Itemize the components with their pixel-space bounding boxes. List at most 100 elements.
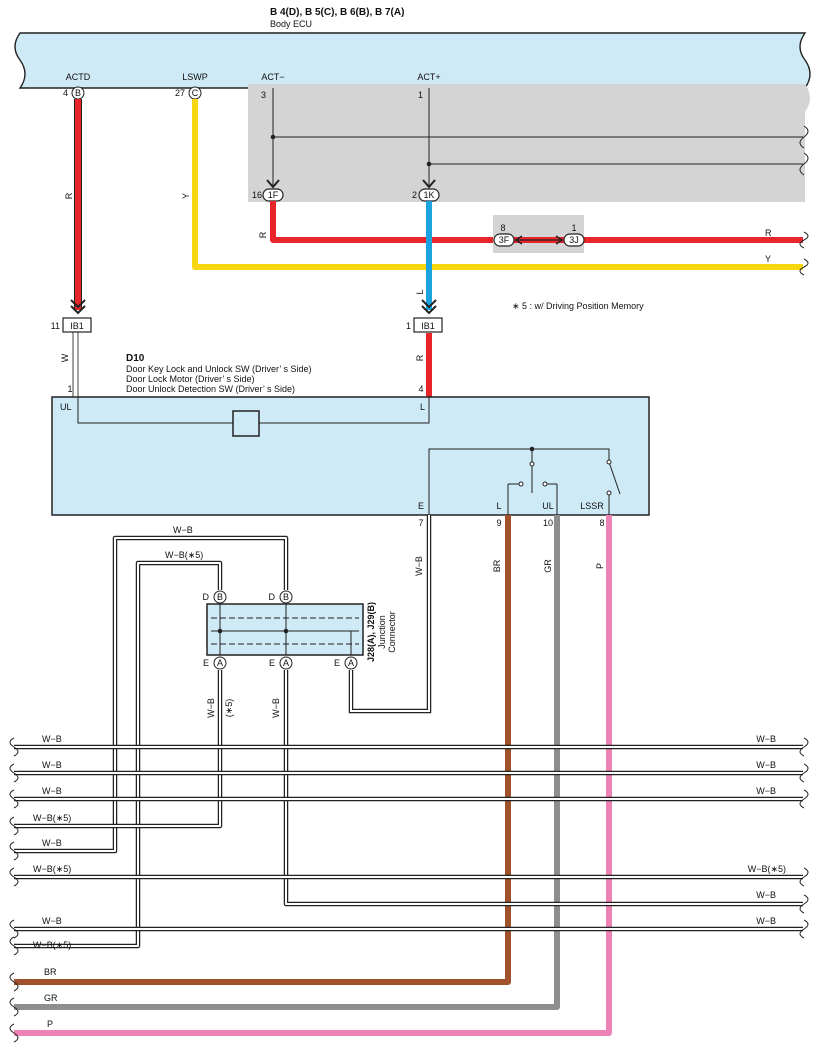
switch-contact bbox=[518, 481, 524, 487]
d10-desc-line: Door Unlock Detection SW (Driver’ s Side… bbox=[126, 384, 295, 394]
d10-inner-ul: UL bbox=[60, 402, 72, 412]
arrow-icon bbox=[421, 299, 437, 315]
bus-label-right: W−B bbox=[756, 760, 776, 770]
bus-label-left: W−B(∗5) bbox=[33, 864, 71, 874]
wire-color-s5: (∗5) bbox=[224, 699, 234, 718]
junction-dot bbox=[270, 134, 276, 140]
junction-bottom-pin bbox=[279, 656, 293, 670]
junction-title: J28(A), J29(B) bbox=[366, 602, 376, 662]
arrow-icon bbox=[422, 179, 436, 189]
connector-1f-pin: 16 bbox=[252, 190, 262, 200]
junction-bottom-side: E bbox=[269, 658, 275, 668]
switch-contact bbox=[542, 481, 548, 487]
bus-label-left: W−B bbox=[42, 838, 62, 848]
connector-1f-code: 1F bbox=[268, 190, 279, 200]
bus-label-left: W−B bbox=[42, 916, 62, 926]
ecu-pin-number-act-minus: 3 bbox=[261, 90, 266, 100]
wire-color-w: W bbox=[60, 353, 70, 362]
wire-color-y: Y bbox=[765, 254, 771, 264]
d10-out-e: E bbox=[418, 501, 424, 511]
ecu-connectors-label: B 4(D), B 5(C), B 6(B), B 7(A) bbox=[270, 7, 404, 18]
d10-inner-l: L bbox=[420, 402, 425, 412]
wire-color-l: L bbox=[415, 289, 425, 294]
d10-pin-7: 7 bbox=[418, 518, 423, 528]
body-ecu-box bbox=[14, 32, 811, 89]
footnote: ∗ 5 : w/ Driving Position Memory bbox=[512, 301, 644, 311]
wire-color-wb5: W−B(∗5) bbox=[165, 550, 203, 560]
d10-desc-line: Door Key Lock and Unlock SW (Driver’ s S… bbox=[126, 364, 312, 374]
junction-bottom-code: A bbox=[348, 658, 354, 668]
ecu-pin-number-actd: 4 bbox=[63, 88, 68, 98]
connector-ib1 bbox=[413, 317, 443, 333]
d10-pin-10: 10 bbox=[543, 518, 553, 528]
connector-3f-pin: 8 bbox=[500, 223, 505, 233]
wire-color-r: R bbox=[765, 228, 772, 238]
wire-color-r: R bbox=[64, 192, 74, 199]
d10-out-lssr: LSSR bbox=[580, 501, 604, 511]
wire-color-wb: W−B bbox=[414, 556, 424, 576]
ib1-code: IB1 bbox=[421, 321, 435, 331]
switch-contact bbox=[606, 490, 612, 496]
wire-color-wb: W−B bbox=[173, 525, 193, 535]
d10-desc-line: Door Lock Motor (Driver’ s Side) bbox=[126, 374, 255, 384]
junction-bottom-side: E bbox=[203, 658, 209, 668]
wire-wb-core bbox=[350, 515, 430, 712]
ecu-pin-label-actd: ACTD bbox=[66, 72, 91, 82]
ib1-code: IB1 bbox=[70, 321, 84, 331]
lock-motor-symbol bbox=[232, 410, 260, 437]
wire-color-gr: GR bbox=[543, 559, 553, 573]
connector-3f bbox=[493, 233, 515, 247]
bus-label-right: W−B(∗5) bbox=[748, 864, 786, 874]
bus-label-left: GR bbox=[44, 993, 58, 1003]
arrow-icon bbox=[514, 235, 564, 245]
d10-pin-8: 8 bbox=[599, 518, 604, 528]
wire-color-br: BR bbox=[492, 559, 502, 572]
junction-top-code: B bbox=[283, 592, 289, 602]
bus-label-left: BR bbox=[44, 967, 57, 977]
ib1-pin: 1 bbox=[406, 321, 411, 331]
junction-bottom-pin bbox=[344, 656, 358, 670]
connector-ib1 bbox=[62, 317, 92, 333]
ecu-pin-number-lswp: 27 bbox=[175, 88, 185, 98]
bus-label-right: W−B bbox=[756, 786, 776, 796]
wire-break-mark bbox=[799, 231, 809, 276]
wire-color-wb: W−B bbox=[206, 698, 216, 718]
d10-component-box bbox=[51, 396, 650, 516]
junction-bottom-pin bbox=[213, 656, 227, 670]
bus-label-left: W−B bbox=[42, 734, 62, 744]
junction-top-pin bbox=[279, 590, 293, 604]
ib1-pin: 11 bbox=[51, 321, 60, 331]
d10-pin-ul-number: 1 bbox=[67, 384, 72, 394]
junction-bottom-wires bbox=[14, 670, 803, 907]
arrow-icon bbox=[266, 179, 280, 189]
d10-out-l: L bbox=[496, 501, 501, 511]
d10-internal-circuit bbox=[77, 397, 621, 515]
switch-contact bbox=[529, 461, 535, 467]
junction-sub: Junction bbox=[377, 615, 387, 649]
bus-label-left: W−B(∗5) bbox=[33, 813, 71, 823]
connector-3j-pin: 1 bbox=[571, 223, 576, 233]
bus-label-left: P bbox=[47, 1019, 53, 1029]
connector-3f-code: 3F bbox=[499, 235, 510, 245]
switch-contact bbox=[606, 459, 612, 465]
d10-pin-9: 9 bbox=[496, 518, 501, 528]
ecu-pin-label-lswp: LSWP bbox=[182, 72, 208, 82]
d10-out-ul: UL bbox=[542, 501, 554, 511]
ecu-connector-code-c: C bbox=[192, 88, 199, 98]
ecu-pin-label-act-minus: ACT− bbox=[261, 72, 284, 82]
junction-dot bbox=[217, 628, 223, 634]
bus-wires bbox=[14, 744, 803, 932]
d10-pin-l-number: 4 bbox=[418, 384, 423, 394]
wire-color-r: R bbox=[258, 231, 268, 238]
ecu-connector-code-b: B bbox=[75, 88, 81, 98]
bottom-colored-wires bbox=[14, 515, 612, 1036]
junction-bottom-code: A bbox=[283, 658, 289, 668]
wire-color-y: Y bbox=[181, 193, 191, 199]
bus-label-left: W−B(∗5) bbox=[33, 940, 71, 950]
junction-sub: Connector bbox=[387, 611, 397, 653]
junction-bottom-side: E bbox=[334, 658, 340, 668]
shaded-option-area bbox=[248, 84, 810, 202]
junction-dot bbox=[283, 628, 289, 634]
bus-label-left: W−B bbox=[42, 760, 62, 770]
